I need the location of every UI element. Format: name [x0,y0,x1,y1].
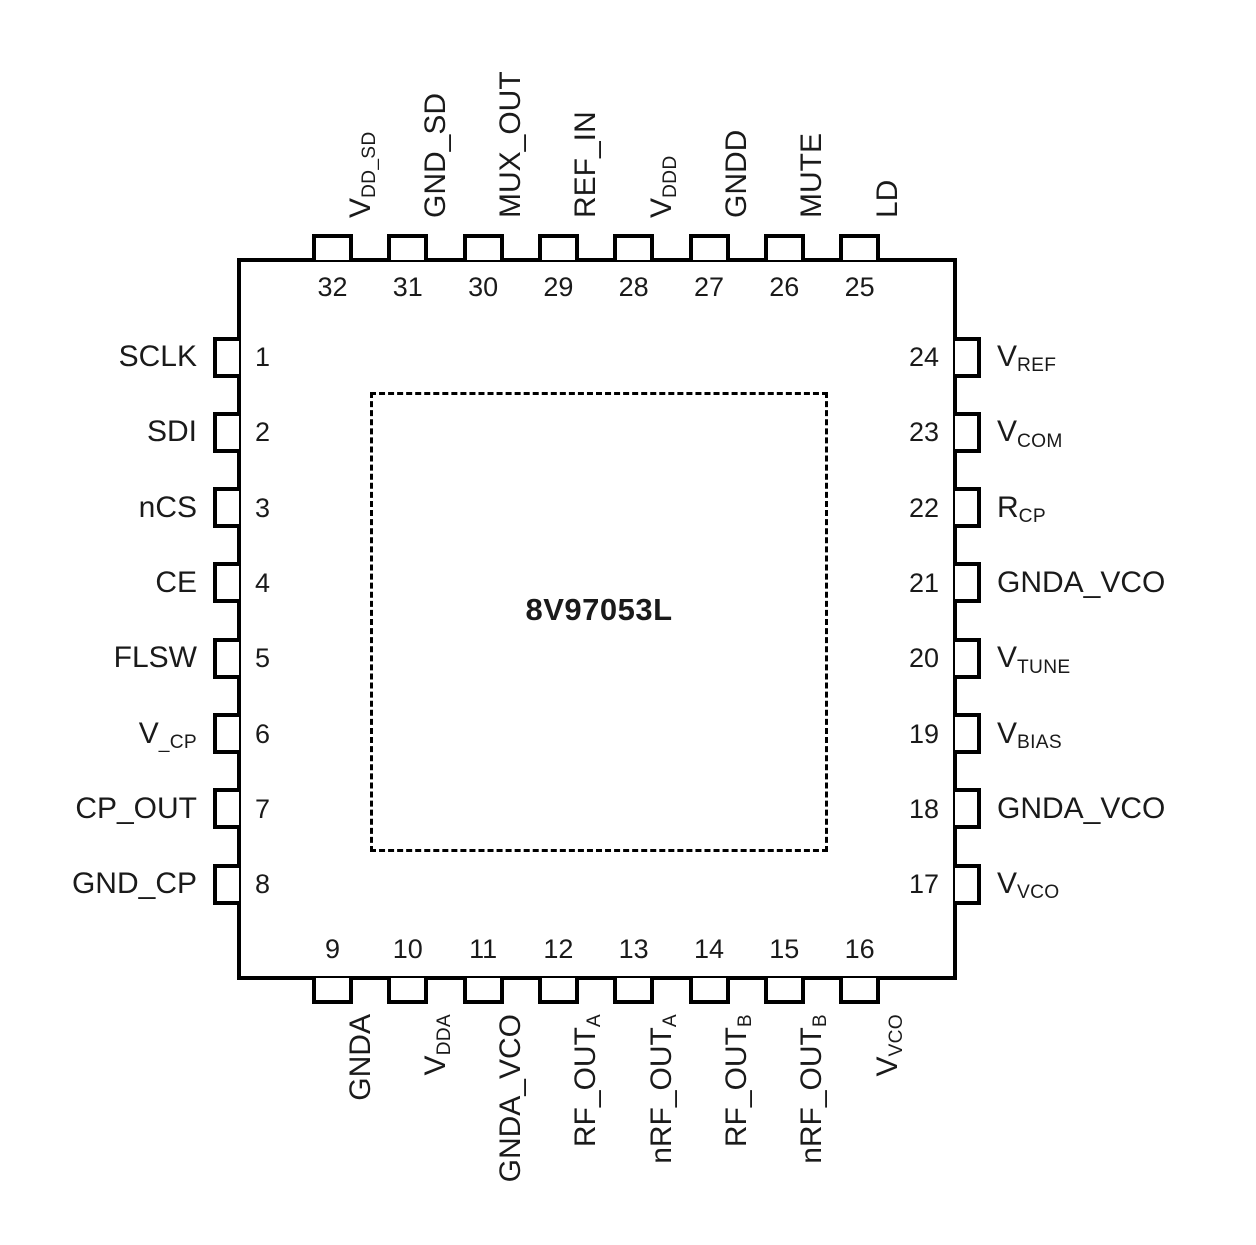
chip-body-outline [237,258,957,980]
pin-label-19: VBIAS [997,716,1062,753]
pin-number-2: 2 [255,417,271,448]
pin-number-5: 5 [255,643,271,674]
pin-tab-8[interactable] [213,863,239,905]
exposed-pad-dashed-outline [370,392,828,852]
pin-number-16: 16 [844,934,875,964]
pin-label-31: GND_SD [418,92,452,218]
pin-tab-29[interactable] [537,234,579,260]
pin-tab-32[interactable] [312,234,353,260]
pin-number-6: 6 [255,718,271,749]
pin-number-28: 28 [618,272,649,302]
pin-label-15: nRF_OUTB [795,1014,832,1164]
pin-label-5: FLSW [113,641,197,675]
pin-number-23: 23 [908,417,939,448]
pin-label-8: GND_CP [71,867,197,901]
pin-label-25: LD [870,179,904,218]
pin-number-10: 10 [392,934,423,964]
pin-number-20: 20 [908,643,939,674]
pin-tab-21[interactable] [955,562,981,604]
pin-tab-11[interactable] [462,978,504,1004]
pin-tab-12[interactable] [537,978,579,1004]
pin-tab-9[interactable] [312,978,353,1004]
pin-number-19: 19 [908,718,939,749]
pin-number-31: 31 [392,272,423,302]
part-number-label: 8V97053L [525,592,673,627]
pin-label-32: VDD_SD [343,131,380,218]
pin-label-29: REF_IN [569,111,603,218]
pin-tab-19[interactable] [955,713,981,754]
pin-number-1: 1 [255,342,271,372]
pin-tab-1[interactable] [213,336,239,378]
pin-label-11: GNDA_VCO [494,1014,528,1183]
pin-tab-25[interactable] [839,234,881,260]
pin-label-30: MUX_OUT [494,71,528,218]
pin-number-17: 17 [908,869,939,900]
pin-label-3: nCS [138,490,197,524]
pin-label-24: VREF [997,340,1057,377]
pin-tab-22[interactable] [955,487,981,529]
pin-tab-16[interactable] [839,978,881,1004]
pin-label-26: MUTE [795,133,829,218]
pin-tab-2[interactable] [213,411,239,453]
pin-label-27: GNDD [720,129,753,218]
pin-number-14: 14 [693,934,725,964]
pin-label-14: RF_OUTB [720,1014,757,1148]
pin-tab-5[interactable] [213,637,239,679]
pin-number-21: 21 [908,567,939,598]
pin-tab-30[interactable] [462,234,504,260]
pin-tab-24[interactable] [955,336,981,378]
pin-number-7: 7 [255,793,271,824]
pin-label-1: SCLK [118,340,197,373]
pin-tab-18[interactable] [955,788,981,830]
pin-label-9: GNDA [343,1014,377,1101]
pin-number-9: 9 [324,934,341,964]
pin-tab-17[interactable] [955,863,981,905]
pin-label-10: VDDA [418,1014,456,1076]
pin-tab-6[interactable] [213,713,239,754]
pin-tab-20[interactable] [955,637,981,679]
pin-label-6: V_CP [138,716,197,753]
pin-tab-7[interactable] [213,788,239,830]
pin-label-16: VVCO [870,1014,907,1077]
pin-label-12: RF_OUTA [569,1014,606,1148]
pin-number-29: 29 [543,272,574,302]
pin-tab-26[interactable] [763,234,805,260]
pin-tab-23[interactable] [955,411,981,453]
pin-number-13: 13 [618,934,649,964]
pin-number-27: 27 [693,272,725,302]
pin-number-26: 26 [769,272,800,302]
pin-number-12: 12 [543,934,574,964]
pin-number-3: 3 [255,492,271,523]
pin-tab-31[interactable] [387,234,429,260]
pin-tab-28[interactable] [613,234,655,260]
pin-label-4: CE [155,565,197,599]
pin-label-2: SDI [146,415,197,449]
pin-number-15: 15 [769,934,800,964]
pin-tab-27[interactable] [688,234,730,260]
pin-label-20: VTUNE [997,641,1071,678]
pin-tab-10[interactable] [387,978,429,1004]
pin-number-25: 25 [844,272,875,302]
pin-number-24: 24 [908,342,939,372]
pin-tab-4[interactable] [213,562,239,604]
pin-label-28: VDDD [644,155,682,219]
pin-number-11: 11 [469,934,498,964]
pin-label-13: nRF_OUTA [644,1014,682,1164]
pin-tab-15[interactable] [763,978,805,1004]
pin-tab-14[interactable] [688,978,730,1004]
pin-label-18: GNDA_VCO [997,791,1166,825]
pin-label-7: CP_OUT [75,791,197,825]
pin-label-21: GNDA_VCO [997,565,1166,599]
pin-number-4: 4 [255,567,271,598]
pin-tab-13[interactable] [613,978,655,1004]
pin-number-30: 30 [468,272,499,302]
pin-label-22: RCP [997,490,1046,527]
pin-tab-3[interactable] [213,487,239,529]
pin-label-17: VVCO [997,867,1060,904]
pin-number-32: 32 [317,272,348,302]
pin-number-18: 18 [908,793,939,824]
pin-label-23: VCOM [997,415,1063,452]
pin-number-8: 8 [255,869,271,900]
pin-number-22: 22 [908,492,939,523]
